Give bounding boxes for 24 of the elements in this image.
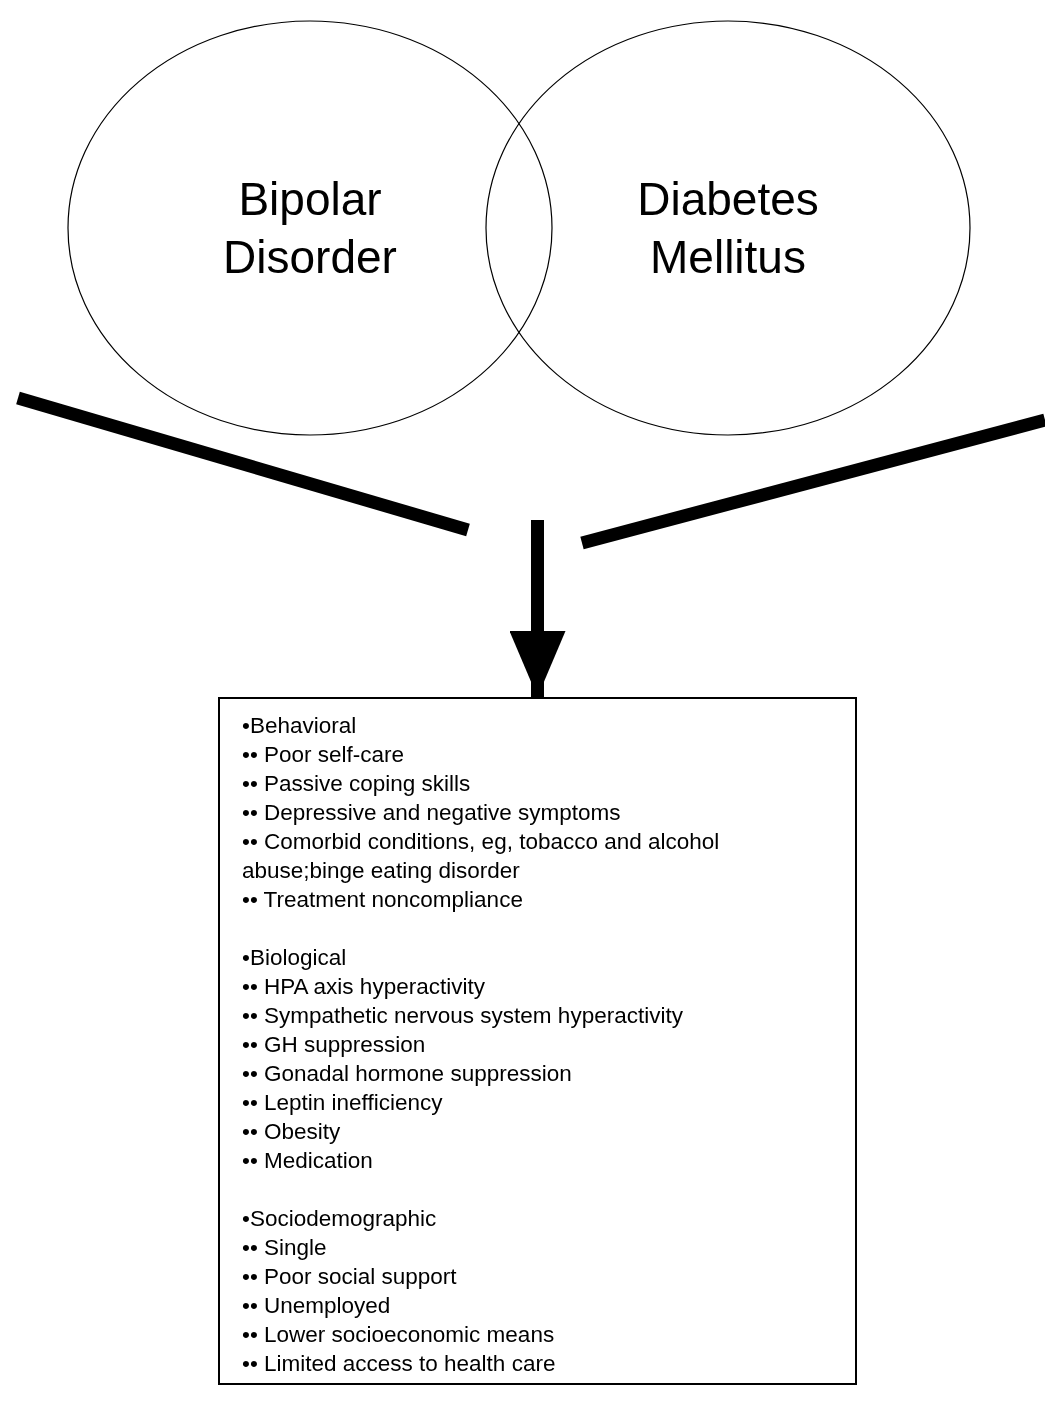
factor-list-box bbox=[218, 697, 857, 1385]
category-heading: •Biological bbox=[242, 944, 348, 972]
list-item: •• Medication bbox=[242, 1147, 374, 1175]
list-item: •• Gonadal hormone suppression bbox=[242, 1060, 573, 1088]
list-item: •• Passive coping skills bbox=[242, 770, 472, 798]
list-item: •• Unemployed bbox=[242, 1292, 392, 1320]
list-item: •• Sympathetic nervous system hyperactivity bbox=[242, 1002, 684, 1030]
list-item: •• Poor social support bbox=[242, 1263, 458, 1291]
list-item: •• Leptin inefficiency bbox=[242, 1089, 444, 1117]
list-item: •• HPA axis hyperactivity bbox=[242, 973, 486, 1001]
category-heading: •Behavioral bbox=[242, 712, 358, 740]
list-item: •• Lower socioeconomic means bbox=[242, 1321, 556, 1349]
circle-label: Diabetes Mellitus bbox=[636, 172, 820, 285]
list-item: •• Limited access to health care bbox=[242, 1350, 557, 1378]
list-item: •• Poor self-care bbox=[242, 741, 406, 769]
list-item: •• Obesity bbox=[242, 1118, 342, 1146]
list-item: •• Depressive and negative symptoms bbox=[242, 799, 622, 827]
list-item: •• Single bbox=[242, 1234, 328, 1262]
list-item: •• Comorbid conditions, eg, tobacco and alcohol abuse;binge eating disorder bbox=[242, 828, 721, 885]
circle-label: Bipolar Disorder bbox=[222, 172, 398, 285]
arrow bbox=[509, 520, 566, 697]
category-heading: •Sociodemographic bbox=[242, 1205, 438, 1233]
list-item: •• Treatment noncompliance bbox=[242, 886, 524, 914]
list-item: •• GH suppression bbox=[242, 1031, 427, 1059]
